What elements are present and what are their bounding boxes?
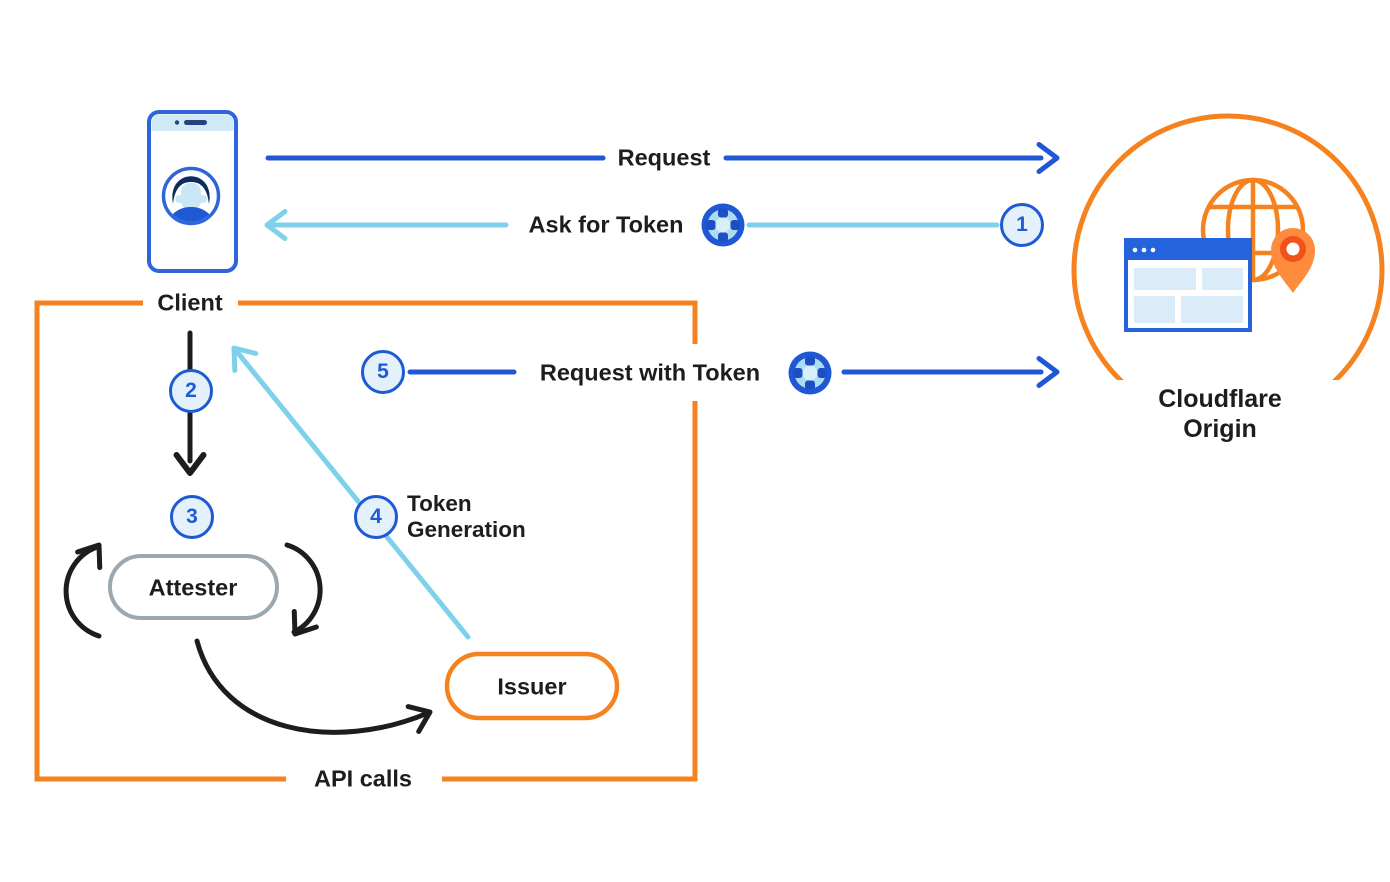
- step-badge-3: 3: [170, 495, 214, 539]
- api-boundary-box: [34, 300, 698, 782]
- location-pin-icon: [1271, 228, 1315, 293]
- request-with-token-label: Request with Token: [539, 359, 761, 386]
- ask-for-token-arrow: [267, 212, 1000, 239]
- client-label: Client: [157, 289, 223, 316]
- attester-to-issuer-arrow: [194, 638, 435, 735]
- token-generation-arrow: [224, 340, 471, 640]
- attester-pill: [108, 554, 279, 620]
- ask-for-token-label: Ask for Token: [528, 211, 684, 238]
- api-calls-label: API calls: [314, 765, 412, 792]
- attester-loop-arrow-left: [63, 537, 110, 639]
- token-icon: [701, 203, 745, 247]
- token-icon: [788, 351, 832, 395]
- issuer-label: Issuer: [497, 673, 567, 700]
- step-badge-1: 1: [1000, 203, 1044, 247]
- user-avatar-icon: [165, 176, 217, 222]
- cloudflare-origin-label: Cloudflare Origin: [1158, 385, 1282, 443]
- step-badge-5: 5: [361, 350, 405, 394]
- step-badge-2: 2: [169, 369, 213, 413]
- attester-label: Attester: [148, 574, 238, 601]
- attester-loop-arrow-right: [284, 542, 323, 642]
- origin-circle: [1071, 113, 1385, 458]
- step-badge-4: 4: [354, 495, 398, 539]
- token-generation-label: Token Generation: [407, 491, 526, 542]
- issuer-pill: [444, 651, 620, 721]
- request-label: Request: [617, 144, 711, 171]
- phone-icon: [147, 110, 238, 273]
- browser-window-icon: [1124, 238, 1252, 332]
- request-with-token-arrow: [407, 359, 1057, 386]
- request-arrow: [265, 145, 1057, 172]
